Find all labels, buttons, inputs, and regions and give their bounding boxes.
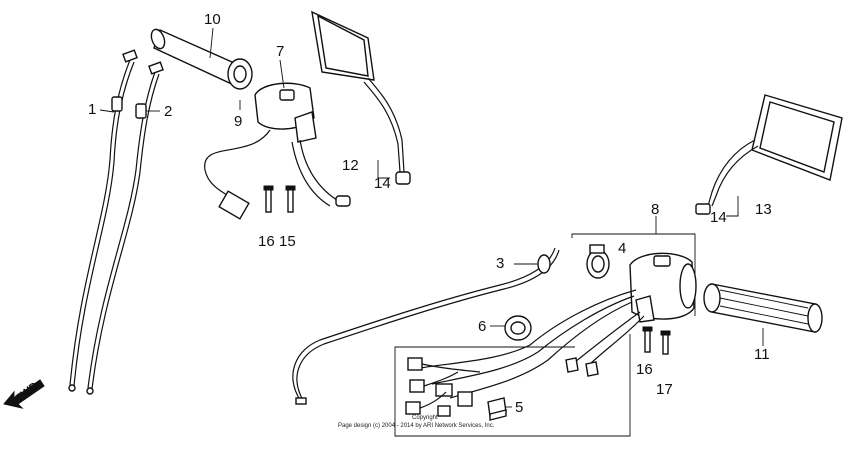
callout-3: 3 (496, 255, 504, 272)
left-switch-housing[interactable] (254, 82, 317, 143)
wire-connectors[interactable] (405, 357, 481, 417)
callout-14-left: 14 (374, 175, 391, 192)
throttle-cables[interactable] (68, 49, 164, 395)
callout-6: 6 (478, 318, 486, 335)
right-mirror[interactable] (695, 94, 843, 215)
callout-13: 13 (755, 201, 772, 218)
copyright-line2: Page design (c) 2004 - 2014 by ARI Netwo… (338, 423, 495, 429)
callout-5: 5 (515, 399, 523, 416)
callout-7: 7 (276, 43, 284, 60)
right-switch-wiring (419, 289, 645, 399)
callout-17: 17 (656, 381, 673, 398)
callout-16-right: 16 (636, 361, 653, 378)
callout-8: 8 (651, 201, 659, 218)
callout-14-right: 14 (710, 209, 727, 226)
throttle-grip[interactable] (149, 28, 253, 90)
callout-15: 15 (279, 233, 296, 250)
clutch-cable[interactable] (292, 247, 560, 405)
callout-12: 12 (342, 157, 359, 174)
bracket-5[interactable] (487, 397, 507, 421)
clamp-6[interactable] (504, 315, 532, 341)
callout-1: 1 (88, 101, 96, 118)
left-mirror[interactable] (311, 10, 411, 185)
fwd-arrow-icon (3, 379, 45, 409)
callout-11: 11 (754, 346, 770, 363)
callout-10: 10 (204, 11, 221, 28)
callout-9: 9 (234, 113, 242, 130)
screw-15[interactable] (285, 185, 296, 213)
right-switch-housing[interactable] (629, 252, 697, 323)
copyright-line1: Copyright (412, 415, 438, 421)
callout-2: 2 (164, 103, 172, 120)
connector-bracket (394, 334, 631, 437)
left-switch-wiring (204, 129, 351, 220)
callout-16-left: 16 (258, 233, 275, 250)
right-grip[interactable] (703, 283, 823, 333)
screw-16-left[interactable] (263, 185, 274, 213)
callout-4: 4 (618, 240, 626, 257)
screw-17[interactable] (660, 330, 671, 355)
screw-16-right[interactable] (642, 326, 653, 353)
clamp-4[interactable] (586, 244, 610, 279)
